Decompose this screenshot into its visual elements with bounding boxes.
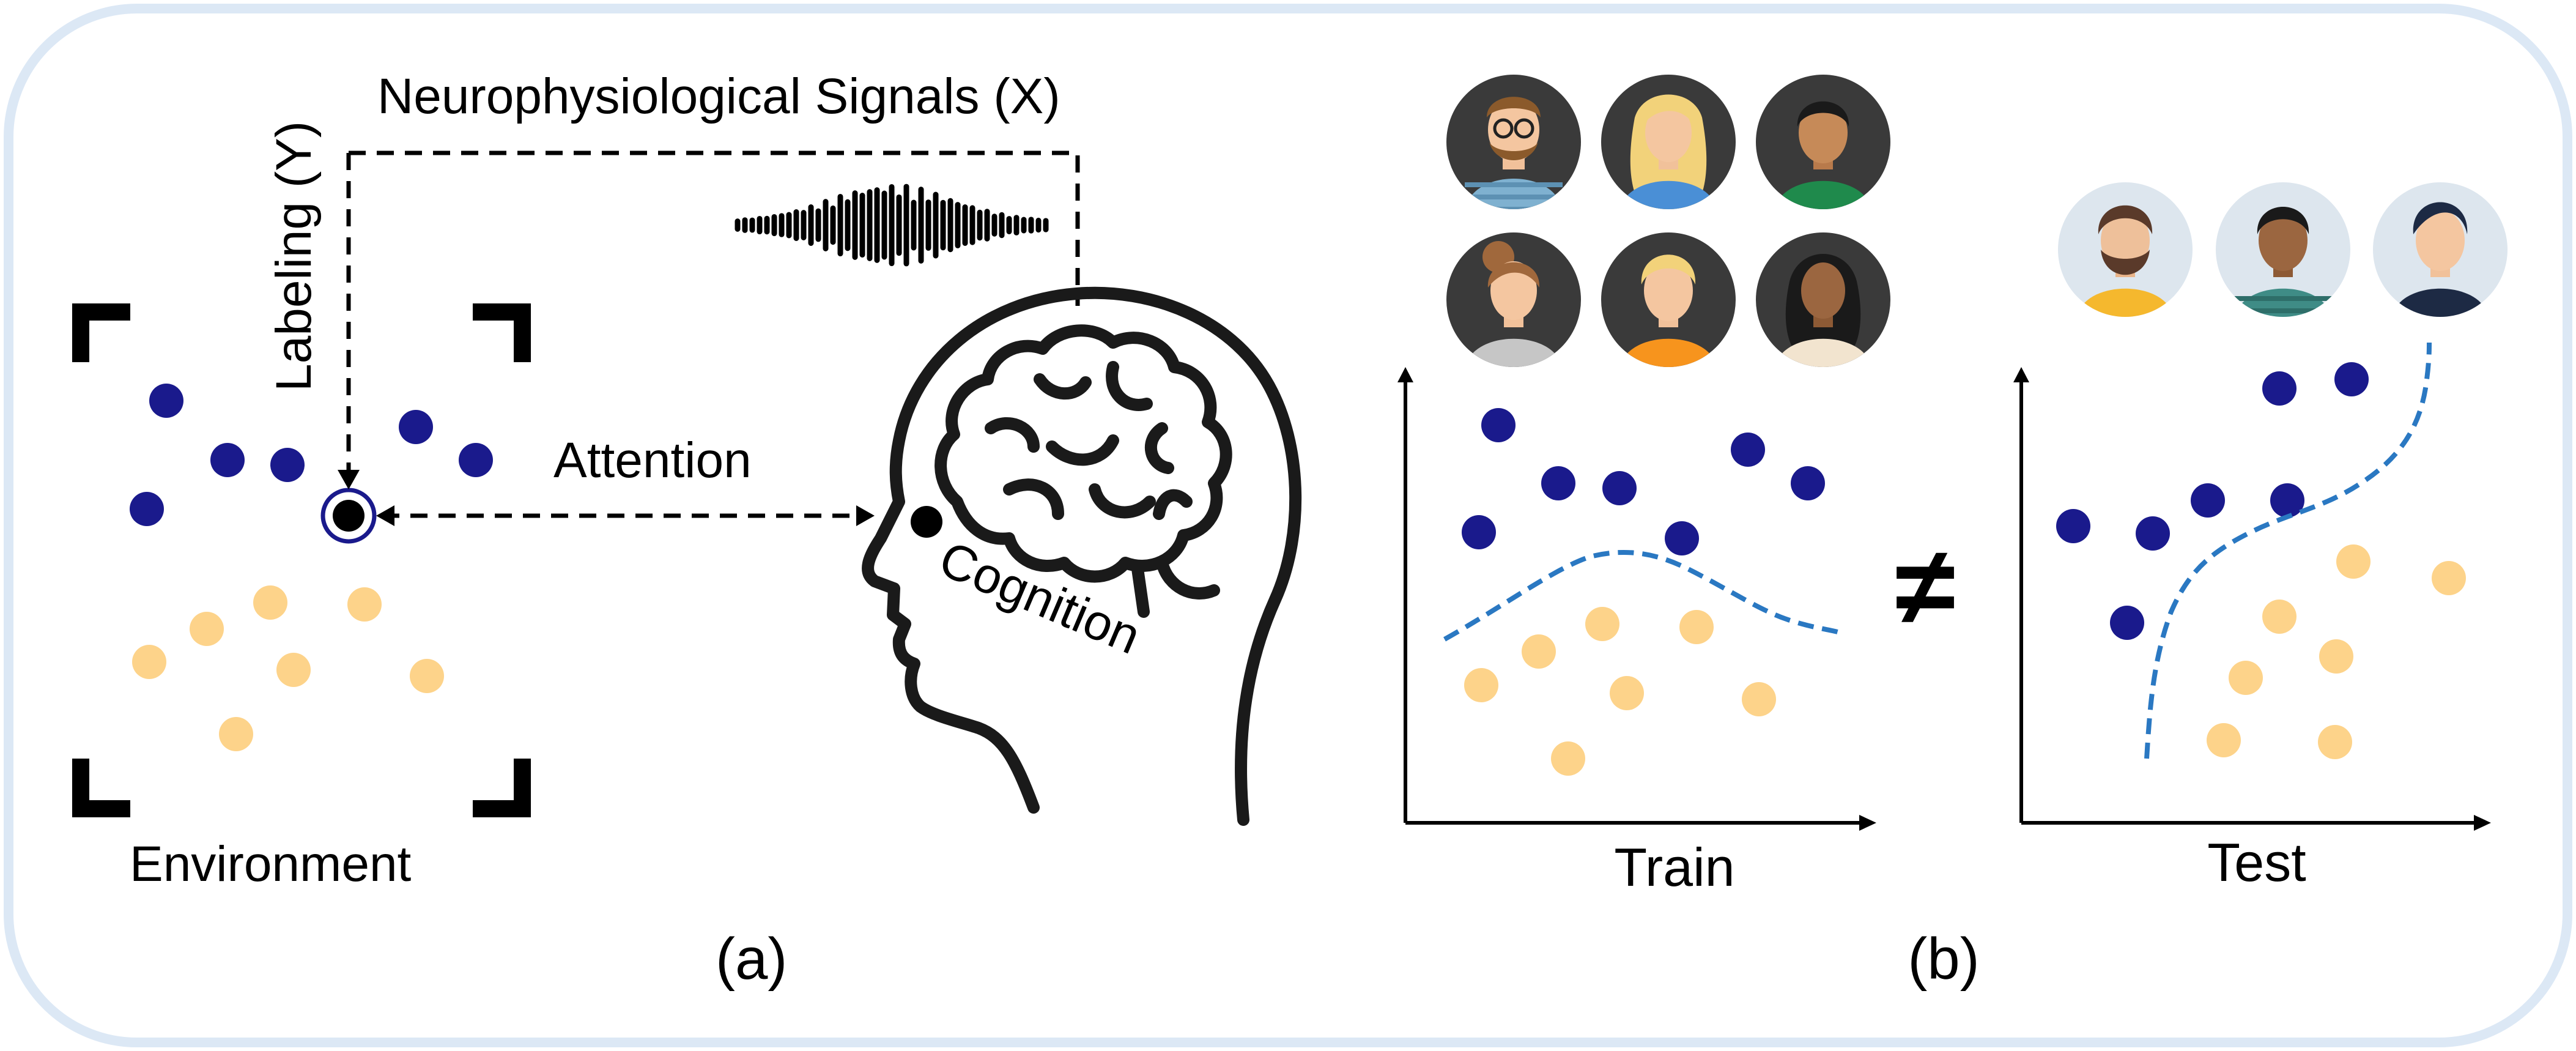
dark-dot <box>1462 515 1496 549</box>
avatar-blonde-woman-icon <box>1601 75 1736 209</box>
avatar-bun-woman-icon <box>1446 232 1581 367</box>
dark-dot <box>2262 371 2297 406</box>
avatar-curly-woman-icon <box>1756 232 1890 367</box>
light-dot <box>2319 639 2353 674</box>
train-avatars <box>1446 75 1890 367</box>
environment-label: Environment <box>130 836 412 892</box>
dark-dot <box>149 384 183 418</box>
dark-dot <box>1731 433 1765 467</box>
light-dot <box>1679 610 1714 644</box>
light-dot <box>2262 600 2297 634</box>
panel-b: ≠ Train Test (b) <box>1397 75 2508 992</box>
test-avatars <box>2058 182 2508 317</box>
avatar-bearded-man-icon <box>2058 182 2193 317</box>
dark-dot <box>2270 483 2304 518</box>
signals-connector <box>349 150 1080 306</box>
labeling-arrow-head <box>338 470 360 489</box>
dark-dot <box>399 410 433 444</box>
test-x-arrow <box>2474 815 2491 831</box>
test-boundary <box>2144 342 2432 759</box>
outer-frame <box>4 4 2572 1047</box>
train-axes <box>1404 376 1865 825</box>
test-axes <box>2019 376 2480 825</box>
light-dot <box>2318 725 2352 759</box>
light-dot <box>347 587 382 622</box>
train-dots <box>1462 408 1825 776</box>
attention-label: Attention <box>553 433 752 488</box>
avatar-dark-man-icon <box>2216 182 2350 317</box>
light-dot <box>1464 668 1498 702</box>
light-dot <box>219 717 253 751</box>
dark-dot <box>270 448 305 482</box>
dark-dot <box>1602 471 1637 505</box>
light-dot <box>2336 544 2371 579</box>
dark-dot <box>2110 606 2144 640</box>
avatar-glasses-icon <box>1446 75 1581 209</box>
panel-a-label: (a) <box>716 926 787 992</box>
attended-dot-ring <box>320 488 377 544</box>
train-x-arrow <box>1859 815 1876 831</box>
light-dot <box>1522 634 1556 669</box>
light-dot <box>132 645 166 679</box>
attention-arrow-head-left <box>376 505 394 526</box>
light-dot <box>2432 561 2466 595</box>
light-dot <box>1610 676 1644 710</box>
test-label: Test <box>2207 832 2306 893</box>
not-equal-sign: ≠ <box>1895 525 1956 648</box>
avatar-dark-man-icon <box>1756 75 1890 209</box>
dark-dot <box>459 443 493 477</box>
light-dot <box>2229 661 2263 695</box>
dark-dot <box>2136 516 2170 551</box>
dark-dot <box>130 492 164 526</box>
dark-dot <box>1791 466 1825 500</box>
dark-dot <box>2056 509 2090 543</box>
environment-dots <box>130 384 493 751</box>
light-dot <box>2207 723 2241 757</box>
dark-dot <box>1481 408 1516 442</box>
test-y-arrow <box>2013 367 2029 382</box>
cognition-label: Cognition <box>931 531 1148 665</box>
avatar-blond-man-icon <box>1601 232 1736 367</box>
light-dot <box>1742 682 1776 716</box>
labeling-label: Labeling (Y) <box>266 121 322 392</box>
avatar-young-man-icon <box>2373 182 2508 317</box>
dark-dot <box>2191 483 2225 518</box>
train-boundary <box>1443 549 1842 642</box>
attended-dot <box>333 500 365 532</box>
eye-dot <box>911 506 942 538</box>
test-dots <box>2056 362 2466 759</box>
signal-waveform-icon <box>735 184 1049 267</box>
signals-label: Neurophysiological Signals (X) <box>377 69 1060 124</box>
light-dot <box>410 659 444 693</box>
dark-dot <box>2334 362 2369 396</box>
panel-b-label: (b) <box>1908 926 1979 992</box>
dark-dot <box>210 443 245 477</box>
attention-arrow-head-right <box>856 505 875 526</box>
light-dot <box>276 653 311 687</box>
light-dot <box>190 612 224 646</box>
viewfinder-icon <box>72 303 531 817</box>
dark-dot <box>1665 521 1699 555</box>
light-dot <box>1551 741 1585 776</box>
train-y-arrow <box>1397 367 1413 382</box>
dark-dot <box>1541 466 1575 500</box>
light-dot <box>253 585 287 620</box>
train-label: Train <box>1614 837 1734 897</box>
panel-a: Neurophysiological Signals (X) Labeling … <box>72 69 1302 992</box>
light-dot <box>1585 607 1619 641</box>
brain-head-icon <box>862 286 1302 826</box>
